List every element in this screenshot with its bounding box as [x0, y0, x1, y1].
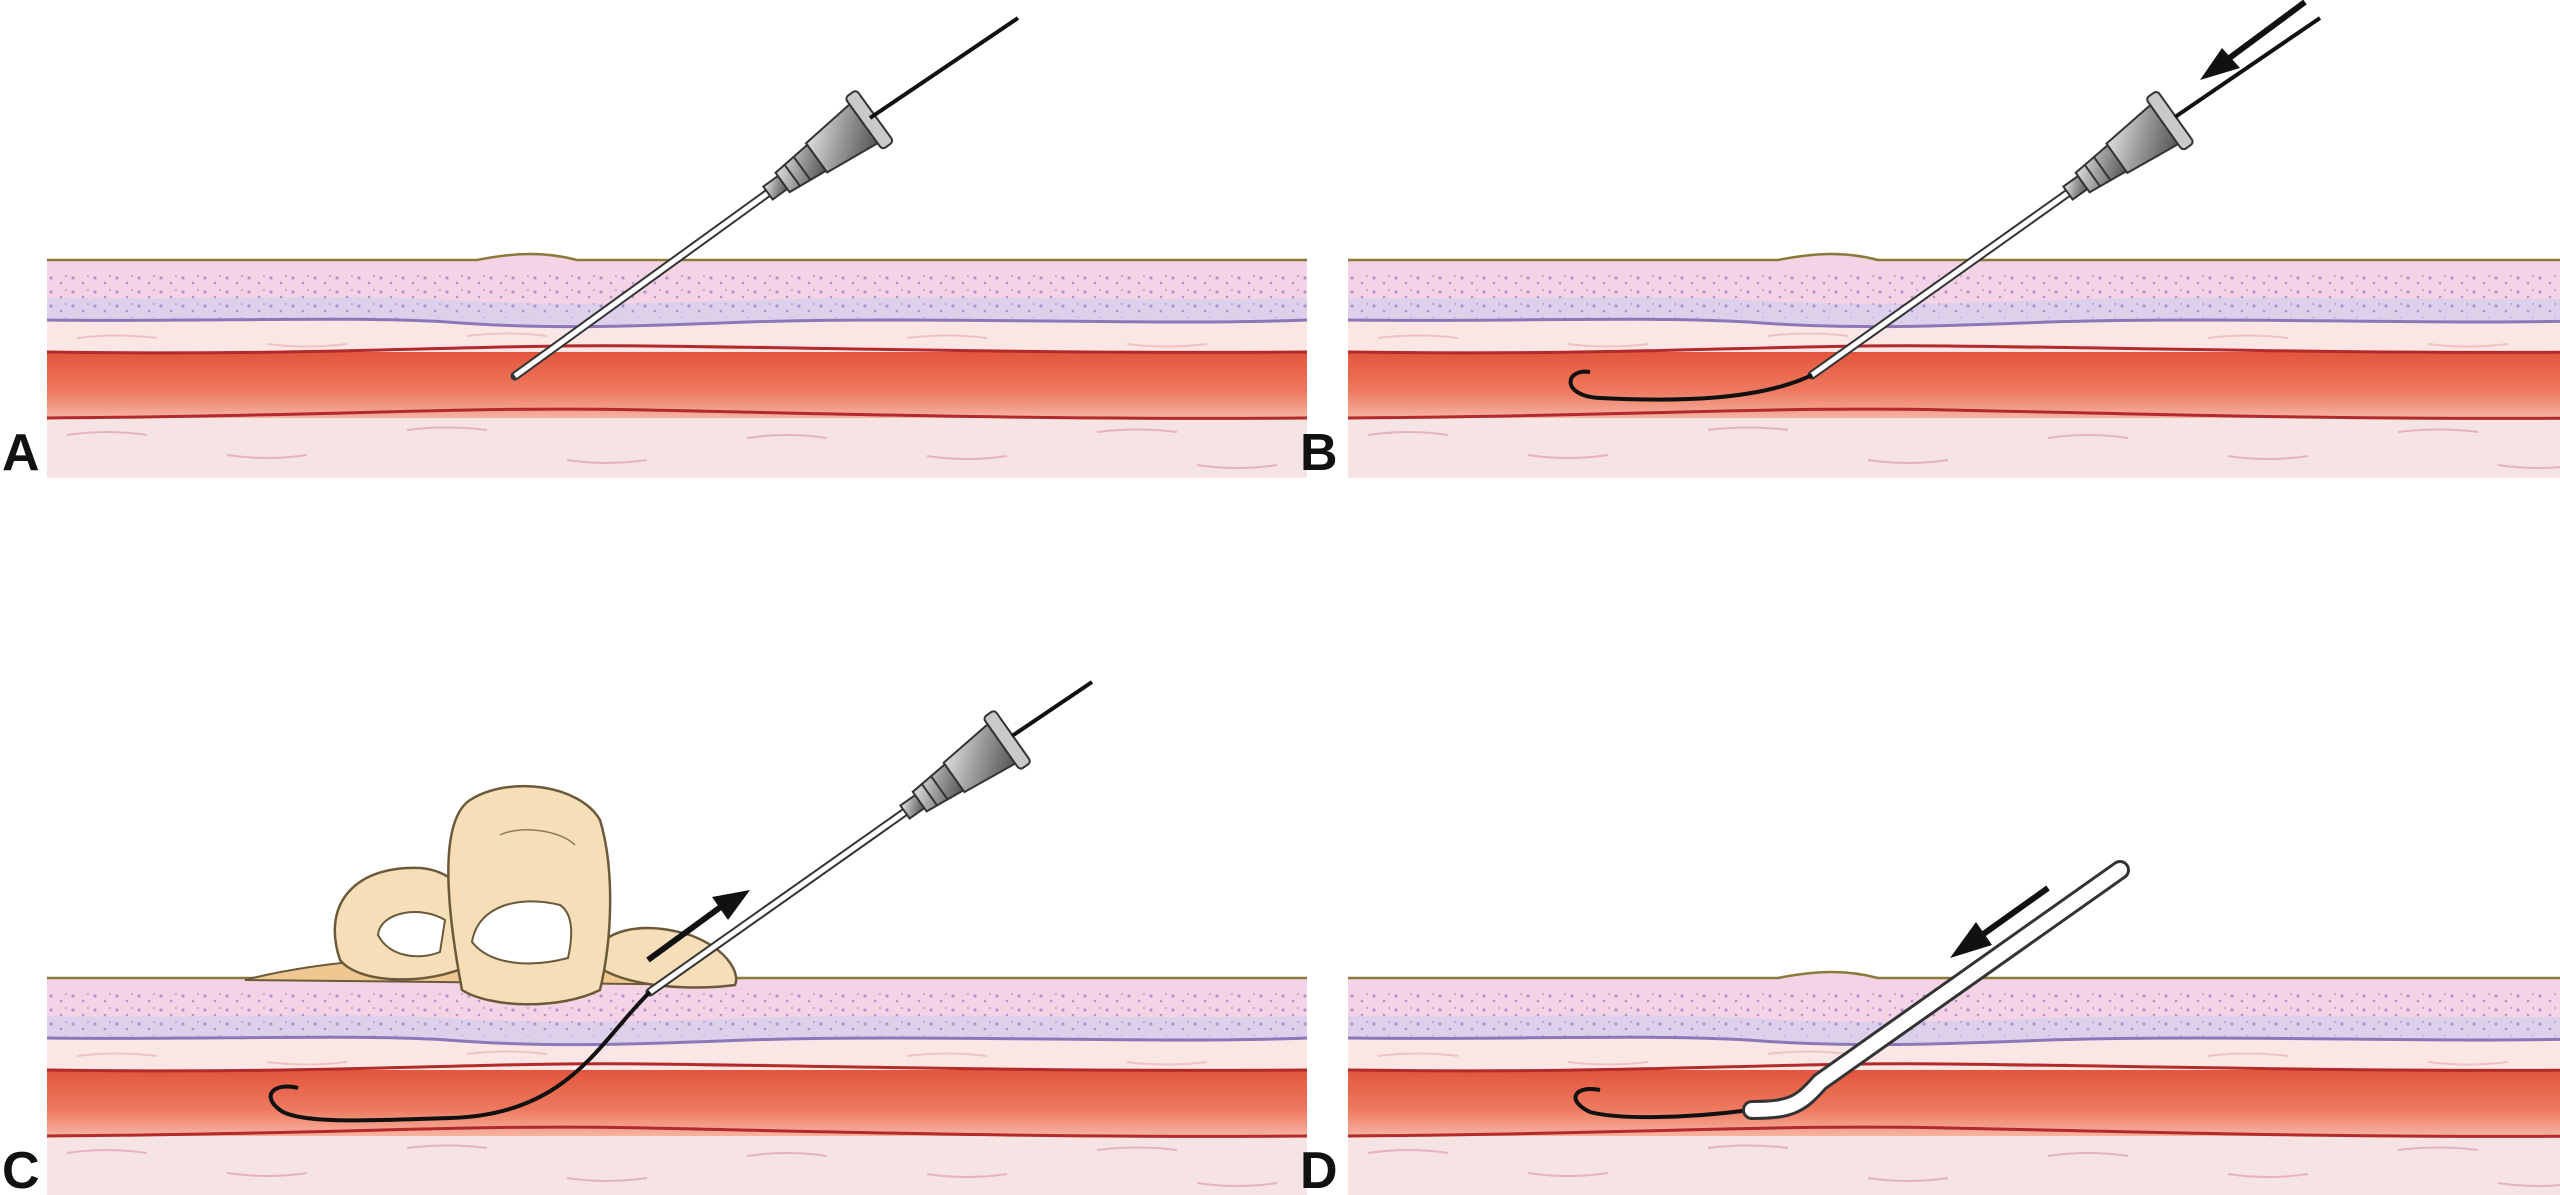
- panel-label-a: A: [2, 424, 40, 482]
- tissue-cross-section: [45, 252, 1309, 480]
- tissue-cross-section: [1346, 970, 2560, 1195]
- panel-d: D: [1300, 860, 2560, 1195]
- compressing-fingers: [244, 784, 738, 1006]
- panel-label-c: C: [2, 1142, 40, 1195]
- guidewire: [1568, 369, 1813, 402]
- guidewire: [1573, 1087, 1751, 1120]
- tissue-cross-section: [45, 970, 1309, 1195]
- advance-arrow: [1950, 885, 2050, 958]
- panel-label-b: B: [1300, 424, 1338, 482]
- panel-b: B: [1300, 0, 2560, 482]
- needle: [510, 16, 1020, 381]
- needle: [1807, 16, 2322, 380]
- catheter: [1742, 860, 2130, 1120]
- guidewire: [268, 990, 652, 1123]
- panel-label-d: D: [1300, 1142, 1338, 1195]
- needle: [645, 680, 1094, 997]
- insertion-arrow: [2200, 0, 2307, 80]
- withdrawal-arrow: [646, 890, 750, 963]
- panel-c: C: [2, 680, 1309, 1195]
- panel-a: A: [2, 16, 1309, 482]
- tissue-cross-section: [1346, 252, 2560, 480]
